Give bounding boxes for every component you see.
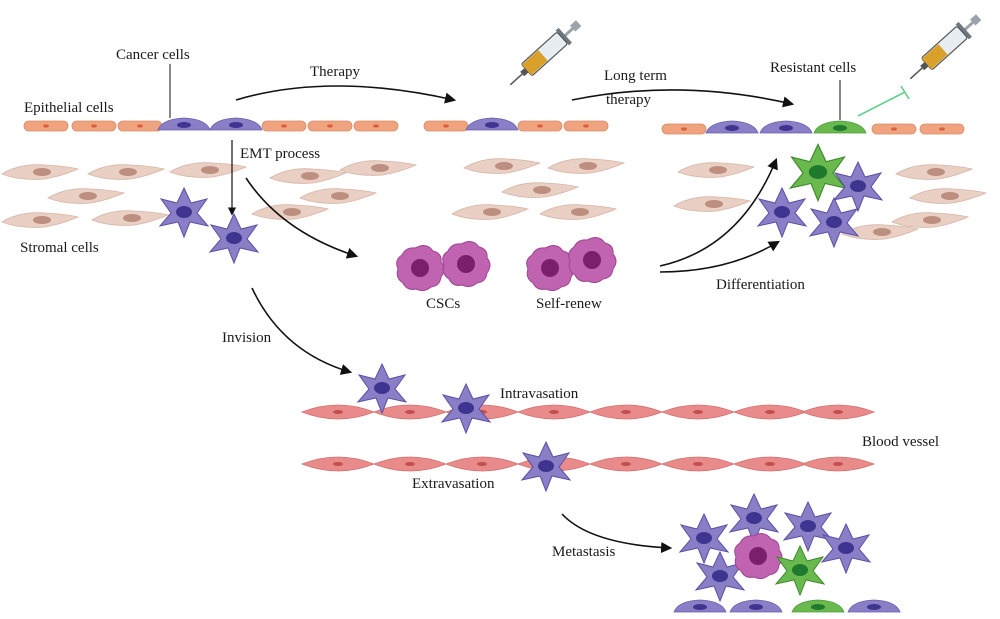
label-stromal-cells: Stromal cells xyxy=(20,240,99,256)
metastasis-arrow xyxy=(561,513,673,554)
label-therapy: Therapy xyxy=(310,64,360,80)
differentiation-arrow-lower xyxy=(659,240,780,273)
invading-cells xyxy=(357,363,571,492)
syringe-icon xyxy=(502,15,587,93)
label-metastasis: Metastasis xyxy=(552,544,615,560)
label-blood-vessel: Blood vessel xyxy=(862,434,939,450)
label-epithelial-cells: Epithelial cells xyxy=(24,100,114,116)
label-extravasation: Extravasation xyxy=(412,476,495,492)
mesenchymal-cells xyxy=(159,187,259,264)
blood-vessel-upper-wall xyxy=(301,404,875,420)
label-cscs: CSCs xyxy=(426,296,460,312)
label-long-term: Long term xyxy=(604,68,667,84)
blood-vessel-lower-wall xyxy=(301,456,875,472)
stromal-cells-middle xyxy=(451,158,625,220)
invision-arrow xyxy=(251,287,353,375)
metastasis-cluster xyxy=(679,493,871,602)
cscs-cells xyxy=(396,241,491,292)
therapy-arrow xyxy=(235,85,457,104)
label-therapy-2: therapy xyxy=(606,92,651,108)
label-intravasation: Intravasation xyxy=(500,386,579,402)
metastasis-base-cells xyxy=(673,599,901,613)
inhibition-symbol xyxy=(857,85,910,117)
self-renew-cells xyxy=(526,237,617,292)
epithelial-layer-middle xyxy=(423,117,609,132)
long-term-therapy-arrow xyxy=(571,89,795,108)
label-invision: Invision xyxy=(222,330,272,346)
label-resistant-cells: Resistant cells xyxy=(770,60,856,76)
syringe-icon xyxy=(902,9,987,87)
emt-to-cscs-arrow xyxy=(245,177,359,259)
label-differentiation: Differentiation xyxy=(716,277,805,293)
epithelial-layer-left xyxy=(23,117,399,132)
label-cancer-cells: Cancer cells xyxy=(116,47,190,63)
label-self-renew: Self-renew xyxy=(536,296,602,312)
epithelial-layer-right xyxy=(661,120,965,135)
differentiation-arrow-upper xyxy=(659,157,778,267)
label-emt-process: EMT process xyxy=(240,146,320,162)
stromal-cells-left xyxy=(1,160,417,228)
arrows xyxy=(227,85,795,554)
